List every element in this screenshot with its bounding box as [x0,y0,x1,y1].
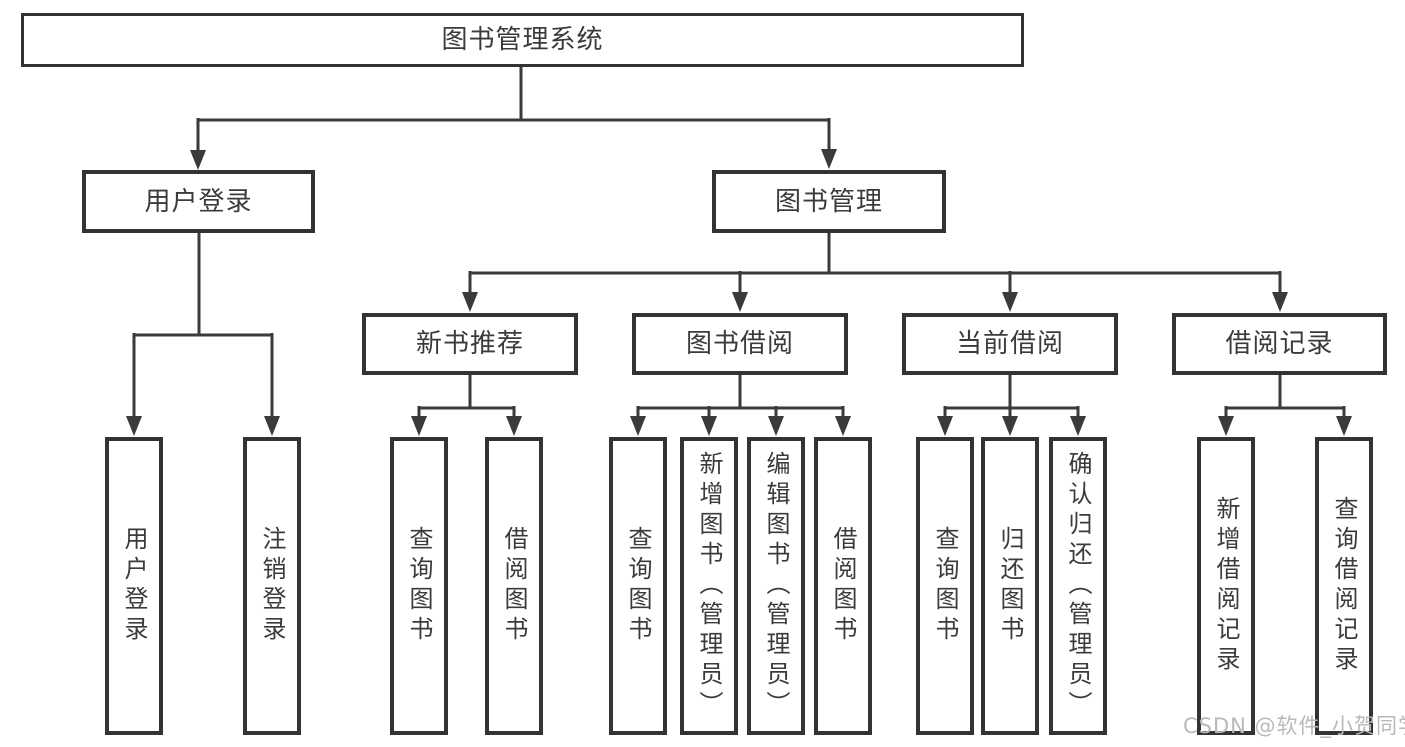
connector-root-to-level2 [190,66,837,170]
node-current-borrowing: 当前借阅 [902,313,1118,375]
node-root-system: 图书管理系统 [21,13,1024,67]
connector-borrow-record [1218,375,1352,436]
leaf-query-book-current: 查询图书 [916,437,974,735]
leaf-add-borrow-record: 新增借阅记录 [1197,437,1255,735]
node-new-book-recommend: 新书推荐 [362,313,578,375]
leaf-user-login: 用户登录 [105,437,163,735]
node-user-login: 用户登录 [82,170,315,233]
node-book-borrowing: 图书借阅 [632,313,848,375]
leaf-return-book: 归还图书 [981,437,1039,735]
connector-current-borrow [937,375,1086,436]
leaf-query-book-recommend: 查询图书 [390,437,448,735]
node-book-management: 图书管理 [712,170,946,233]
connector-new-book [411,375,522,436]
leaf-confirm-return-admin: 确认归还（管理员） [1049,437,1107,735]
leaf-borrow-book-recommend: 借阅图书 [485,437,543,735]
leaf-query-book-borrow: 查询图书 [609,437,667,735]
leaf-query-borrow-record: 查询借阅记录 [1315,437,1373,735]
leaf-logout: 注销登录 [243,437,301,735]
connector-user-login [126,232,280,436]
leaf-borrow-book: 借阅图书 [814,437,872,735]
csdn-watermark: CSDN @软件_小贺同学 [1183,714,1405,738]
leaf-edit-book-admin: 编辑图书（管理员） [747,437,805,735]
connector-book-borrow [630,375,851,436]
connector-book-mgmt [462,233,1288,312]
node-borrowing-records: 借阅记录 [1172,313,1387,375]
leaf-add-book-admin: 新增图书（管理员） [680,437,738,735]
